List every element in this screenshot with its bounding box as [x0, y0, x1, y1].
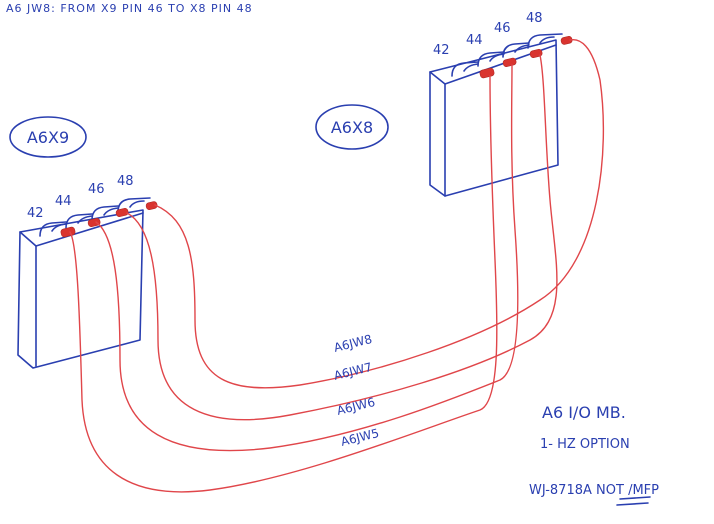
wire-jw6 — [95, 64, 519, 452]
note-underline — [616, 496, 651, 506]
pin-tube — [91, 205, 119, 221]
connector-label: A6X9 — [27, 128, 69, 147]
note-line-3-prefix: WJ-8718A — [529, 483, 596, 498]
pin-tube — [502, 42, 530, 58]
pin-number: 46 — [88, 182, 105, 197]
note-line-2: 1- HZ OPTION — [540, 437, 630, 452]
pin-tube — [65, 213, 93, 229]
connector-body-top — [35, 212, 144, 247]
wire-plug — [87, 217, 101, 227]
wire-label: A6JW6 — [335, 395, 376, 418]
connector-body-edge — [19, 231, 37, 367]
connector-body-edge — [429, 71, 446, 197]
wire-plug — [479, 67, 495, 79]
note-line-1: A6 I/O MB. — [542, 403, 626, 422]
wire-label: A6JW5 — [339, 426, 380, 449]
wire-jw7 — [126, 54, 558, 421]
wire-plug — [115, 207, 129, 217]
pin-tube — [451, 61, 479, 77]
connector-a6x9: A6X9 42 44 46 48 — [9, 116, 158, 369]
pin-number: 46 — [494, 21, 511, 36]
pin-number: 48 — [526, 11, 543, 26]
connector-label-bubble — [315, 104, 389, 150]
pin-tube — [527, 33, 563, 49]
notes: A6 I/O MB. 1- HZ OPTION WJ-8718A NOT /MF… — [529, 403, 659, 506]
connector-label: A6X8 — [331, 118, 373, 137]
wire-label: A6JW7 — [332, 360, 373, 383]
pin-number: 42 — [433, 43, 450, 58]
pin-number: 42 — [27, 206, 44, 221]
wire-plug — [502, 57, 517, 67]
wire-jw5 — [69, 75, 498, 493]
pin-number: 44 — [466, 33, 483, 48]
pin-number: 48 — [117, 174, 134, 189]
note-line-3: WJ-8718A NOT /MFP — [529, 483, 659, 498]
wire-jw8 — [154, 39, 605, 389]
connector-label-bubble — [9, 116, 87, 158]
pin-number: 44 — [55, 194, 72, 209]
wire-plug — [529, 48, 543, 58]
pin-tube — [39, 221, 67, 237]
connector-a6x8: A6X8 42 44 46 48 — [315, 11, 573, 197]
wire-label: A6JW8 — [332, 332, 373, 355]
header-note: A6 JW8: FROM X9 PIN 46 TO X8 PIN 48 — [6, 2, 253, 15]
note-line-3-suffix: /MFP — [624, 483, 659, 498]
wire-plug — [145, 201, 158, 210]
wire-plug — [60, 226, 76, 238]
connector-body — [429, 39, 559, 197]
note-line-3-emphasis: NOT — [596, 483, 624, 498]
